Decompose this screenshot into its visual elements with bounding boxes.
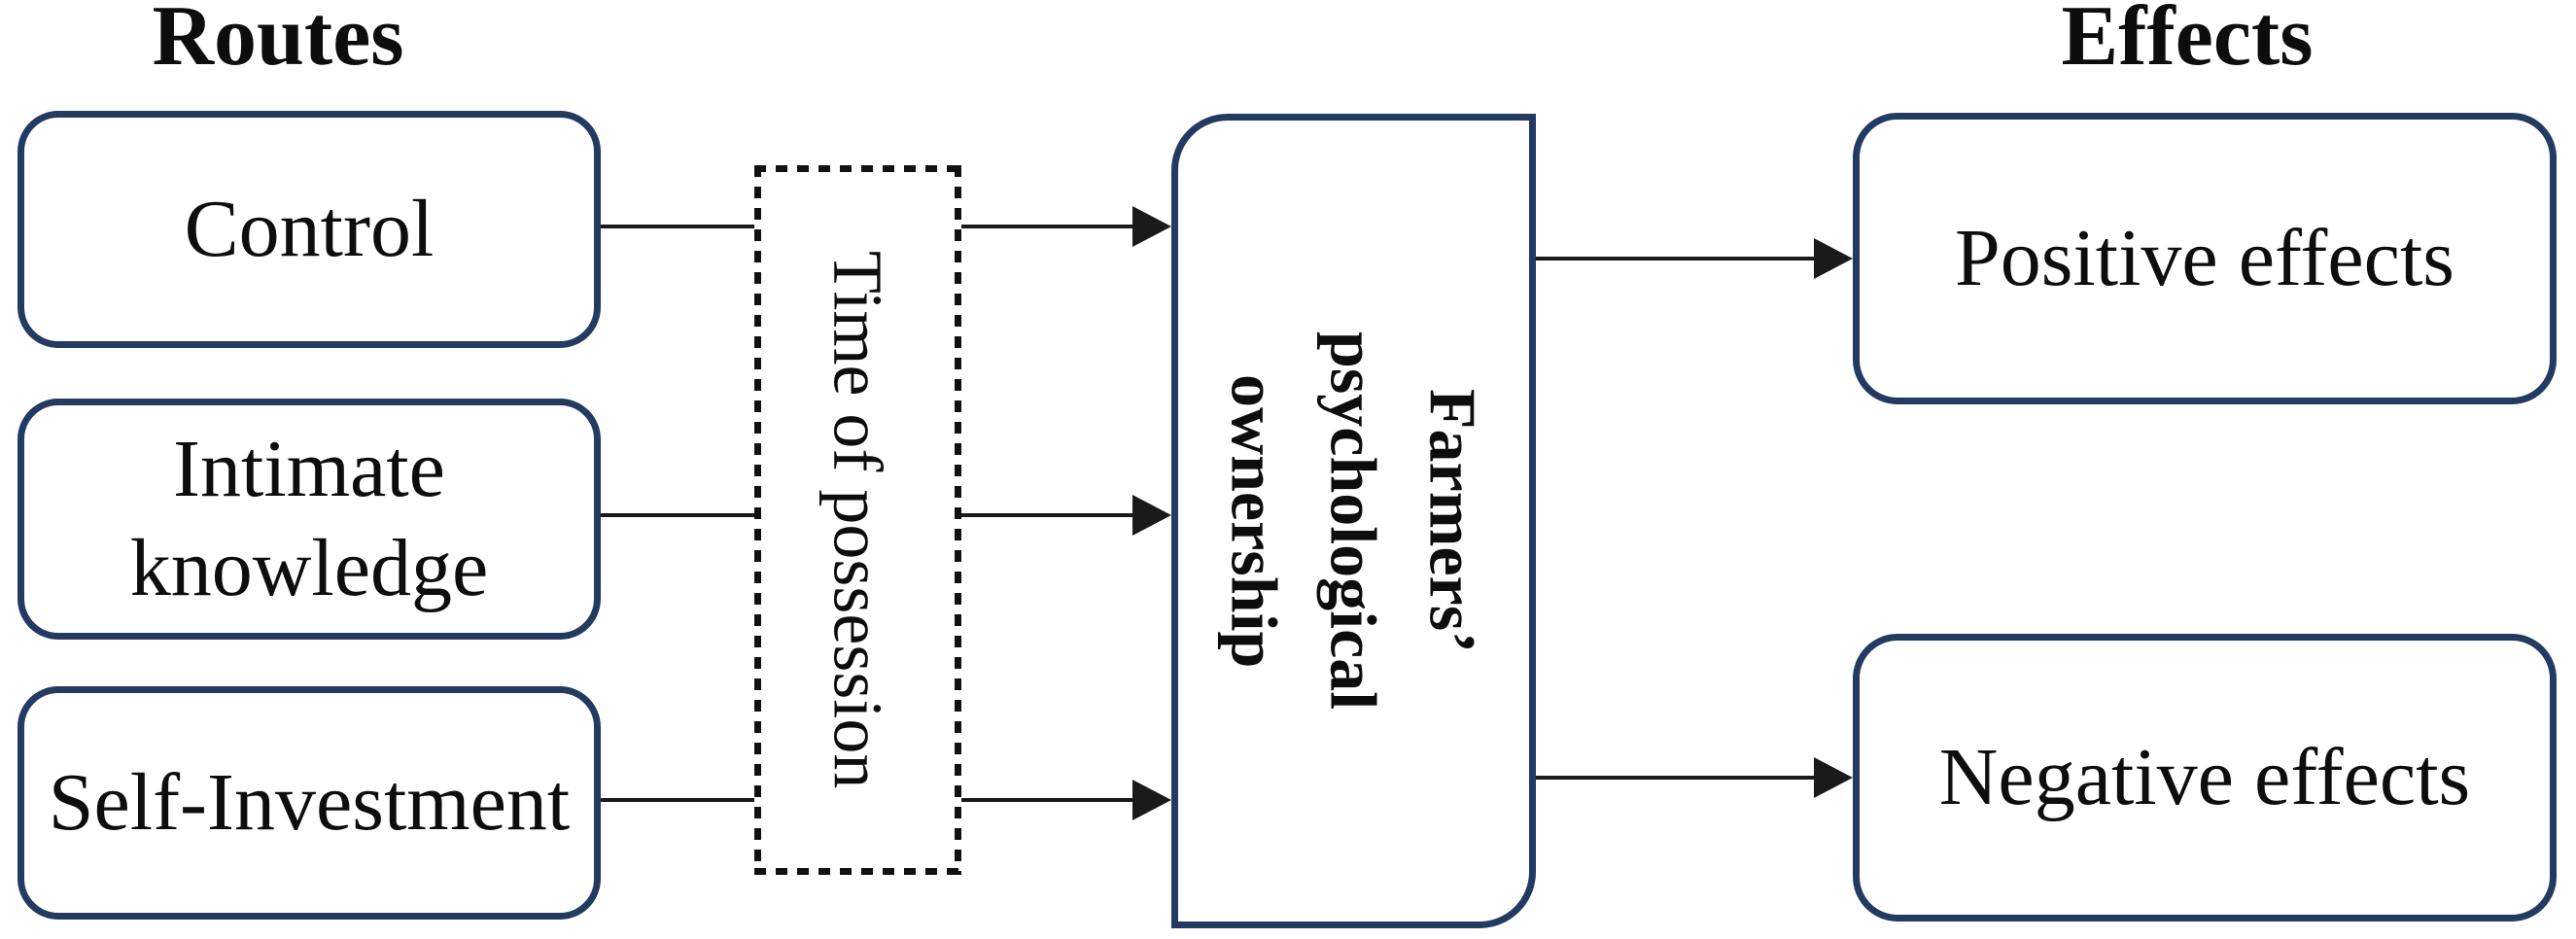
moderator-box-label: Time of possession (818, 251, 897, 789)
route-box-control: Control (17, 111, 601, 348)
connector-ownership-to-positive (1536, 257, 1814, 261)
routes-heading: Routes (152, 0, 404, 84)
connector-ownership-to-negative (1536, 776, 1814, 780)
route-box-self-investment: Self-Investment (17, 686, 601, 920)
effect-box-positive-label: Positive effects (1954, 212, 2454, 303)
core-box-farmers-psychological-ownership: Farmers’ psychological ownership (1171, 114, 1536, 928)
arrowhead-icon (1132, 495, 1171, 536)
arrowhead-icon (1132, 206, 1171, 247)
connector-control-to-time (601, 225, 754, 228)
arrowhead-icon (1814, 238, 1853, 279)
effect-box-negative: Negative effects (1853, 634, 2557, 922)
effect-box-positive: Positive effects (1853, 113, 2557, 404)
core-box-label: Farmers’ psychological ownership (1217, 331, 1490, 711)
connector-time-to-ownership-middle (961, 513, 1132, 517)
connector-self-investment-to-time (601, 798, 754, 802)
effect-box-negative-label: Negative effects (1938, 731, 2471, 822)
connector-intimate-to-time (601, 513, 754, 517)
arrowhead-icon (1814, 757, 1853, 798)
route-box-self-investment-label: Self-Investment (48, 756, 571, 848)
connector-time-to-ownership-top (961, 225, 1132, 228)
moderator-box-time-of-possession: Time of possession (754, 165, 961, 875)
effects-heading: Effects (2061, 0, 2314, 84)
route-box-control-label: Control (184, 183, 435, 274)
arrowhead-icon (1132, 780, 1171, 820)
connector-time-to-ownership-bottom (961, 798, 1132, 802)
route-box-intimate-knowledge-label: Intimate knowledge (129, 423, 489, 613)
route-box-intimate-knowledge: Intimate knowledge (17, 399, 601, 640)
